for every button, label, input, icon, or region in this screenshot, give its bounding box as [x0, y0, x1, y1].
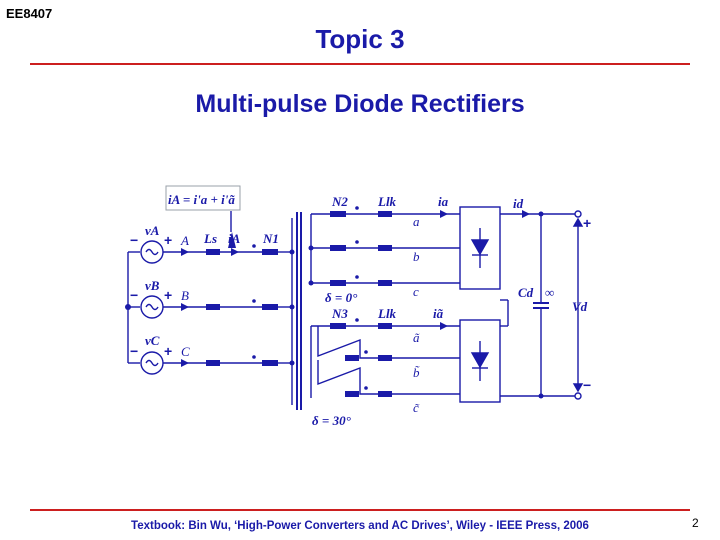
line-inductance-label: Ls — [203, 231, 217, 246]
upper-winding-label: N2 — [331, 194, 348, 209]
line-current-label: iA — [228, 231, 241, 246]
phase-c-lower-label: c — [413, 284, 419, 299]
source-c-plus: + — [164, 343, 172, 359]
lower-leakage-label: Llk — [377, 306, 397, 321]
phase-b-lower-label: b — [413, 249, 420, 264]
source-c-label: vC — [145, 333, 160, 348]
textbook-reference: Textbook: Bin Wu, ‘High-Power Converters… — [131, 520, 589, 532]
dc-capacitor-label: Cd — [518, 285, 534, 300]
lower-winding-label: N3 — [331, 306, 348, 321]
phase-b-tilde-label: b̃ — [413, 365, 420, 380]
phase-a-label: A — [180, 233, 189, 248]
source-a-minus: − — [130, 232, 138, 248]
primary-winding-label: N1 — [262, 231, 279, 246]
dc-current-label: id — [513, 196, 524, 211]
upper-current-label: ia — [438, 194, 449, 209]
lower-shift-label: δ = 30° — [312, 413, 352, 428]
dc-voltage-label: Vd — [572, 299, 588, 314]
phase-a-lower-label: a — [413, 214, 420, 229]
source-b-label: vB — [145, 278, 160, 293]
source-b-plus: + — [164, 287, 172, 303]
upper-shift-label: δ = 0° — [325, 290, 358, 305]
course-code: EE8407 — [6, 6, 53, 21]
current-relation-label: iA = i'a + i'ã — [168, 192, 235, 207]
source-a-plus: + — [164, 232, 172, 248]
topic-title: Topic 3 — [315, 24, 405, 54]
phase-b-label: B — [181, 288, 189, 303]
source-c-minus: − — [130, 343, 138, 359]
dc-minus-label: − — [583, 377, 591, 393]
phase-c-label: C — [181, 344, 190, 359]
upper-leakage-label: Llk — [377, 194, 397, 209]
slide-subtitle: Multi-pulse Diode Rectifiers — [195, 90, 525, 118]
phase-a-tilde-label: ã — [413, 330, 420, 345]
footer-divider — [30, 509, 690, 511]
page-number: 2 — [692, 516, 699, 530]
source-b-minus: − — [130, 287, 138, 303]
header-divider — [30, 63, 690, 65]
dc-plus-label: + — [583, 215, 591, 231]
source-a-label: vA — [145, 223, 160, 238]
lower-current-label: iã — [433, 306, 444, 321]
phase-c-tilde-label: c̃ — [413, 400, 420, 415]
infinity-label: ∞ — [545, 285, 554, 300]
